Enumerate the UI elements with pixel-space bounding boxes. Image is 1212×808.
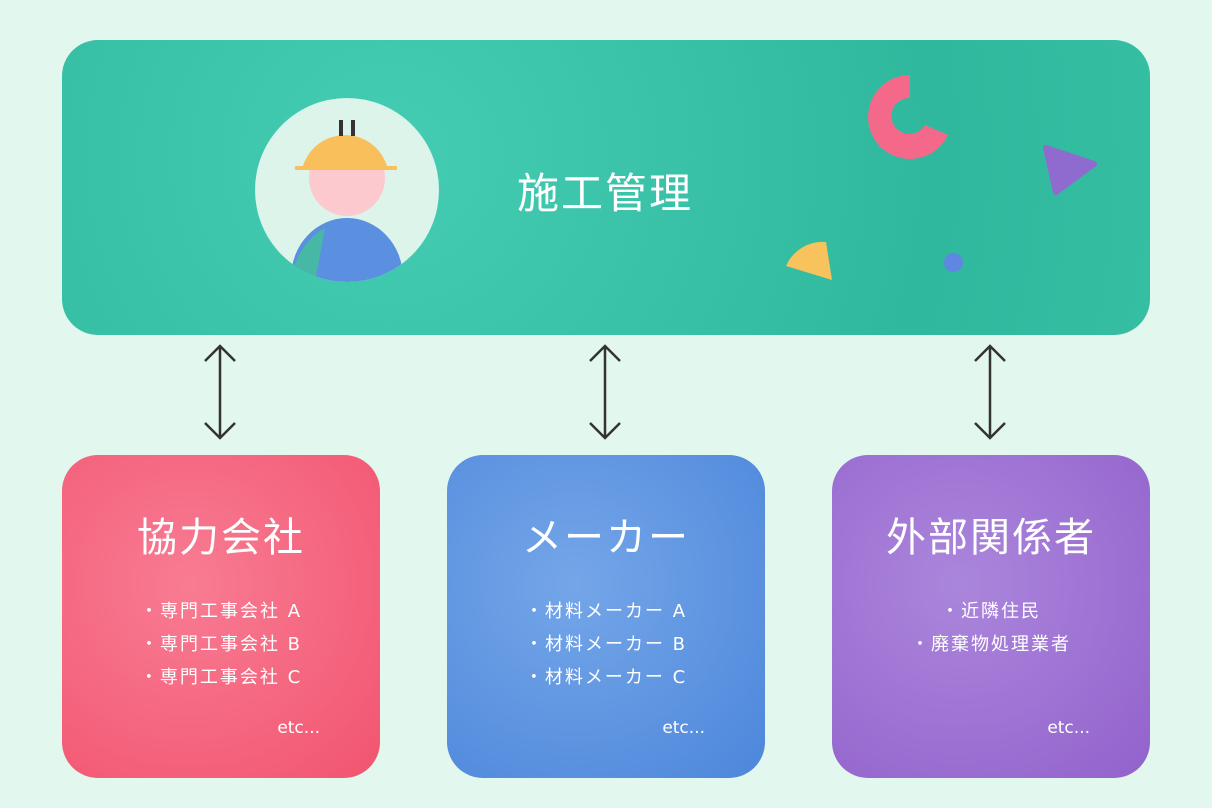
purple-triangle-decoration	[1043, 145, 1097, 195]
manufacturers-box: メーカー ・材料メーカー A ・材料メーカー B ・材料メーカー C etc..…	[447, 455, 765, 778]
list-item: ・材料メーカー A	[524, 601, 688, 622]
pink-arc-decoration	[868, 75, 948, 159]
center-title: 施工管理	[516, 169, 693, 218]
list-item: ・材料メーカー C	[524, 667, 688, 688]
partner-companies-box: 協力会社 ・専門工事会社 A ・専門工事会社 B ・専門工事会社 C etc..…	[62, 455, 380, 778]
box-title: 協力会社	[137, 515, 305, 561]
bidirectional-arrow-2	[589, 344, 621, 440]
etc-label: etc...	[1047, 718, 1090, 738]
construction-worker-icon	[255, 98, 439, 282]
bidirectional-arrow-1	[204, 344, 236, 440]
construction-management-box	[62, 40, 1150, 335]
bidirectional-arrow-3	[974, 344, 1006, 440]
external-stakeholders-box: 外部関係者 ・近隣住民 ・廃棄物処理業者 etc...	[832, 455, 1150, 778]
list-item: ・近隣住民	[941, 601, 1041, 622]
blue-dot-decoration	[944, 253, 963, 272]
list-item: ・材料メーカー B	[524, 634, 688, 655]
yellow-wedge-decoration	[786, 241, 832, 280]
box-title: 外部関係者	[886, 515, 1096, 561]
list-item: ・専門工事会社 A	[139, 601, 303, 622]
etc-label: etc...	[277, 718, 320, 738]
list-item: ・専門工事会社 C	[139, 667, 303, 688]
box-title: メーカー	[522, 515, 690, 561]
list-item: ・廃棄物処理業者	[911, 634, 1071, 655]
list-item: ・専門工事会社 B	[139, 634, 303, 655]
etc-label: etc...	[662, 718, 705, 738]
